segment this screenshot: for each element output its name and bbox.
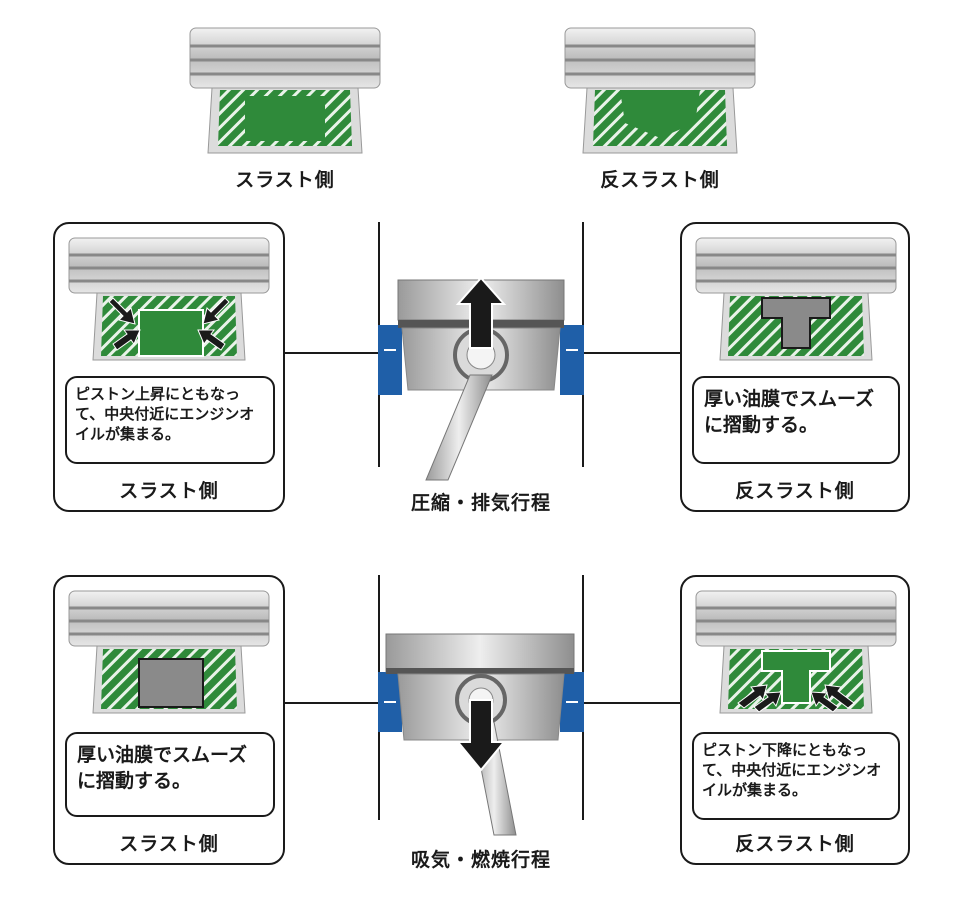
row1-anti-thrust-card: 厚い油膜でスムーズに摺動する。 反スラスト側 bbox=[680, 222, 910, 512]
row1-right-connector bbox=[584, 352, 680, 354]
row2-thrust-note: 厚い油膜でスムーズに摺動する。 bbox=[65, 732, 275, 817]
piston-icon bbox=[378, 633, 584, 836]
down-arrow-icon bbox=[455, 699, 507, 772]
row2-anti-thrust-label: 反スラスト側 bbox=[735, 833, 855, 855]
row2-anti-thrust-note: ピストン下降にともなって、中央付近にエンジンオイルが集まる。 bbox=[692, 732, 900, 820]
anti-thrust-side-label: 反スラスト側 bbox=[600, 169, 720, 191]
row2-right-connector bbox=[584, 702, 680, 704]
thrust-side-label: スラスト側 bbox=[235, 169, 335, 191]
piston-icon bbox=[695, 237, 897, 361]
row1-thrust-label: スラスト側 bbox=[119, 480, 219, 502]
row1-thrust-note: ピストン上昇にともなって、中央付近にエンジンオイルが集まる。 bbox=[65, 376, 275, 464]
row1-thrust-card: ピストン上昇にともなって、中央付近にエンジンオイルが集まる。 スラスト側 bbox=[53, 222, 285, 512]
piston-icon bbox=[564, 27, 756, 154]
piston-icon bbox=[189, 27, 381, 154]
row1-anti-thrust-note: 厚い油膜でスムーズに摺動する。 bbox=[692, 376, 900, 464]
oil-flow-arrow-icon bbox=[737, 684, 855, 713]
row2-left-connector bbox=[285, 702, 385, 704]
piston-icon bbox=[68, 237, 270, 361]
up-arrow-icon bbox=[455, 276, 507, 349]
piston-icon bbox=[68, 590, 270, 714]
row1-anti-thrust-label: 反スラスト側 bbox=[735, 480, 855, 502]
row1-left-connector bbox=[285, 352, 385, 354]
intake-combustion-stroke-label: 吸気・燃焼行程 bbox=[410, 849, 551, 871]
piston-icon bbox=[378, 276, 584, 481]
oil-flow-arrow-icon bbox=[108, 297, 230, 351]
compression-exhaust-stroke-label: 圧縮・排気行程 bbox=[410, 492, 551, 514]
row2-anti-thrust-card: ピストン下降にともなって、中央付近にエンジンオイルが集まる。 反スラスト側 bbox=[680, 575, 910, 865]
row2-thrust-card: 厚い油膜でスムーズに摺動する。 スラスト側 bbox=[53, 575, 285, 865]
piston-icon bbox=[695, 590, 897, 714]
row2-thrust-label: スラスト側 bbox=[119, 833, 219, 855]
